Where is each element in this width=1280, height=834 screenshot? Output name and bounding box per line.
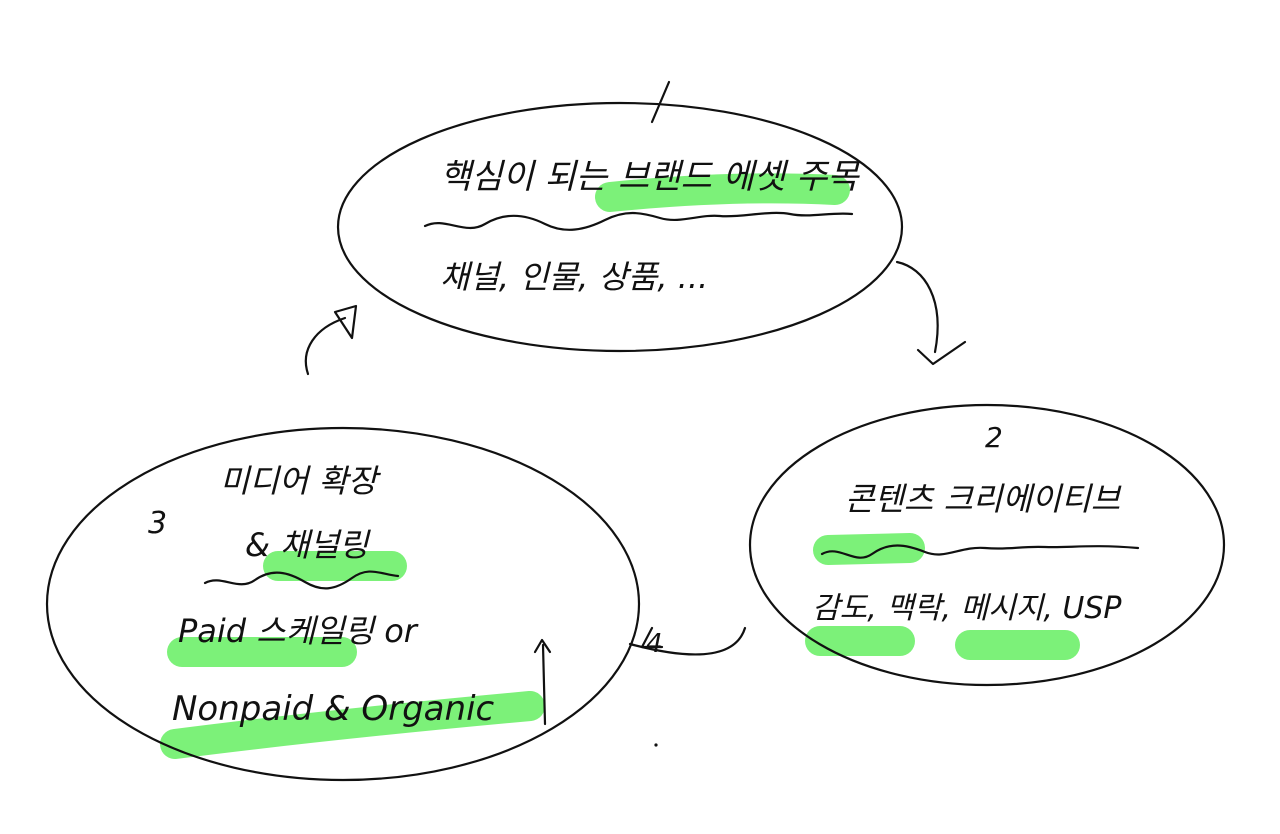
node-3-title-line2: & 채널링 <box>245 526 371 564</box>
node-1-number-stroke <box>650 80 671 124</box>
arrow-3-to-1 <box>304 304 358 376</box>
node-3-highlight-c <box>160 691 545 759</box>
node-3-body-line1: Paid 스케일링 or <box>178 612 419 650</box>
arrow-2-to-3-label: 4 <box>646 629 663 659</box>
node-2-title: 콘텐츠 크리에이티브 <box>845 480 1122 518</box>
node-3: 3 미디어 확장 & 채널링 Paid 스케일링 or Nonpaid & Or… <box>45 426 641 782</box>
node-3-up-arrow <box>533 638 552 726</box>
node-1: 1 핵심이 되는 브랜드 에셋 주목 채널, 인물, 상품, ... <box>336 80 904 353</box>
node-1-highlight <box>595 173 850 212</box>
arrow-2-to-3: 4 <box>628 626 747 659</box>
node-3-title-line1: 미디어 확장 <box>220 462 382 500</box>
node-1-ellipse <box>336 101 904 353</box>
node-2-number: 2 <box>985 421 1003 454</box>
node-1-title: 핵심이 되는 브랜드 에셋 주목 <box>440 157 860 197</box>
node-2-highlight-a <box>813 533 925 565</box>
node-3-underline-wave <box>203 570 400 590</box>
node-1-body: 채널, 인물, 상품, ... <box>440 258 708 296</box>
stray-dot <box>654 743 658 747</box>
node-2-body: 감도, 맥락, 메시지, USP <box>812 591 1122 626</box>
node-2-underline-wave <box>820 544 1140 559</box>
arrow-1-to-2 <box>895 260 967 366</box>
node-3-body-line2: Nonpaid & Organic <box>172 689 495 729</box>
node-3-number: 3 <box>148 506 167 541</box>
node-1-number: 1 <box>660 109 661 111</box>
node-2: 2 콘텐츠 크리에이티브 감도, 맥락, 메시지, USP <box>748 403 1226 687</box>
node-2-ellipse <box>748 403 1226 687</box>
node-3-ellipse <box>45 426 641 782</box>
node-1-underline-wave <box>423 211 854 231</box>
